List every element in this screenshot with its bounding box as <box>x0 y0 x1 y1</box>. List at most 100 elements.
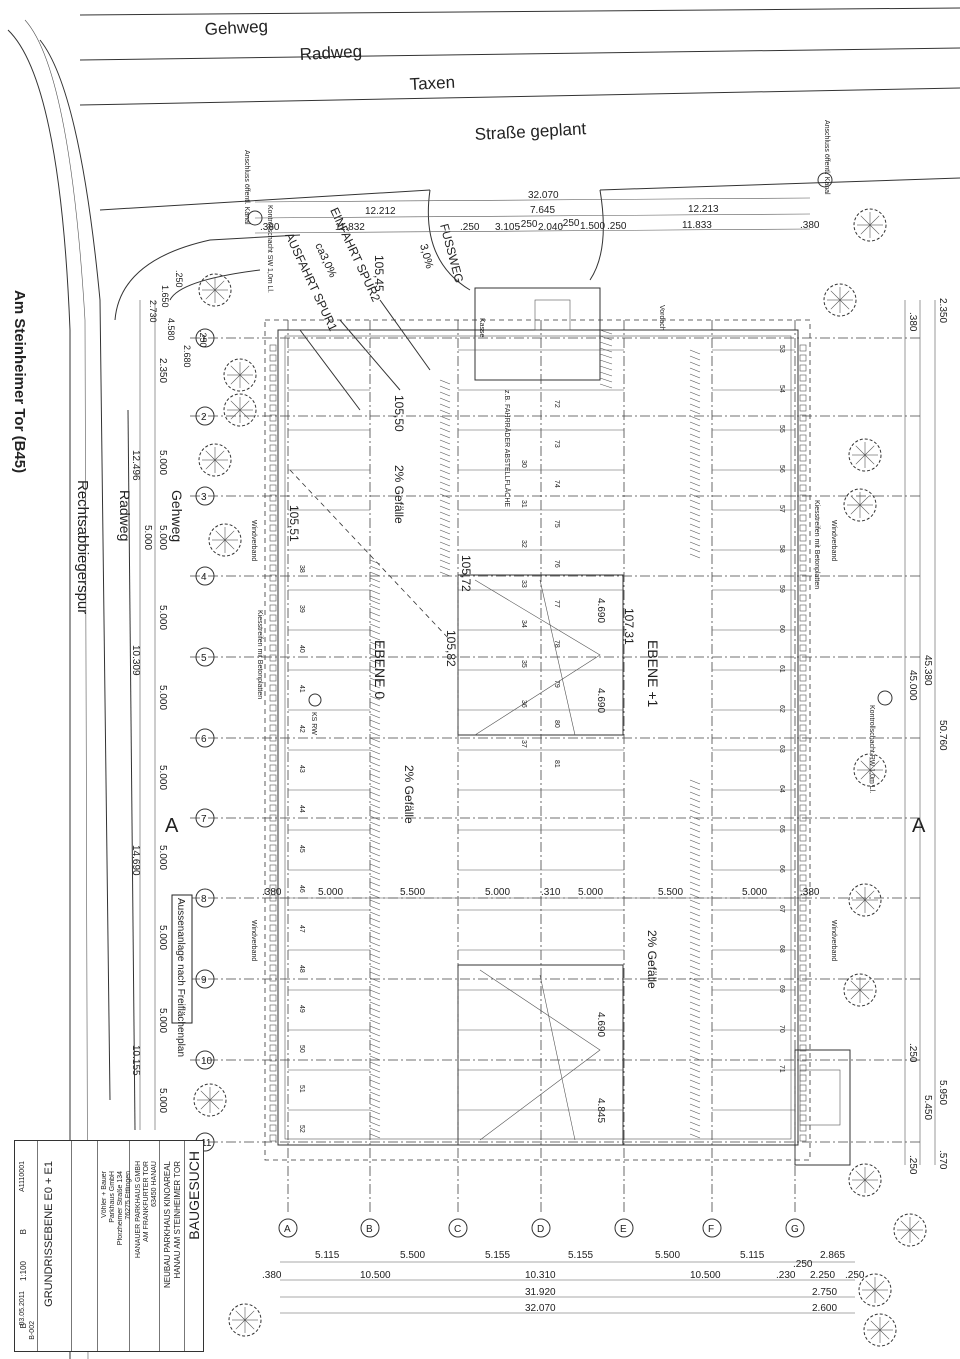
edge-tile <box>799 774 807 782</box>
edge-tile <box>269 344 277 352</box>
hatch-line <box>369 1109 381 1115</box>
hatch-line <box>689 457 701 463</box>
edge-tile <box>269 374 277 382</box>
hatch-line <box>439 541 451 547</box>
hatch-line <box>689 469 701 475</box>
tree-icon <box>228 1303 262 1337</box>
hatch-line <box>689 929 701 935</box>
hatch-line <box>439 385 451 391</box>
hatch-line <box>689 391 701 397</box>
shaft-sw-icon <box>247 210 263 226</box>
dim-right-10: .570 <box>937 1150 948 1170</box>
edge-tile <box>269 714 277 722</box>
edge-tile <box>799 1134 807 1142</box>
hatch-line <box>369 1061 381 1067</box>
edge-tile <box>799 544 807 552</box>
windverband-1: Windverband <box>250 520 257 561</box>
kiesstreifen-left: Kiesstreifen mit Betonplatten <box>256 610 263 699</box>
grid-row-bubble <box>195 486 215 506</box>
grid-col-bubble <box>360 1218 380 1238</box>
hatch-line <box>369 821 381 827</box>
stall-number-upper-inner: 78 <box>553 640 560 648</box>
hatch-line <box>439 505 451 511</box>
level-2: 105,50 <box>392 395 406 432</box>
dim-left-5: 5.000 <box>157 685 168 710</box>
stall-number-upper-right: 64 <box>778 785 785 793</box>
edge-tile <box>799 984 807 992</box>
dim-mid-5: .310 <box>541 887 561 898</box>
radweg-left-label: Radweg <box>117 490 133 541</box>
hatch-line <box>369 647 381 653</box>
hatch-line <box>369 1049 381 1055</box>
hatch-line <box>599 347 613 353</box>
kontrollschacht-rw: Kontrollschacht RW 1,0m Ll. <box>868 705 875 793</box>
stall-number-lower-left: 51 <box>298 1085 305 1093</box>
tree-icon <box>853 208 887 242</box>
edge-tile <box>799 484 807 492</box>
hatch-line <box>689 367 701 373</box>
edge-tile <box>269 834 277 842</box>
edge-tile <box>799 614 807 622</box>
stall-number-lower-inner: 36 <box>520 700 527 708</box>
hatch-line <box>689 1115 701 1121</box>
dim-left-20: .250 <box>174 270 184 288</box>
dim-bottom-18: 32.070 <box>525 1303 556 1314</box>
hatch-line <box>439 457 451 463</box>
dim-mid-2: 5.000 <box>318 887 343 898</box>
ramp-lines <box>299 299 431 411</box>
hatch-line <box>439 547 451 553</box>
edge-tile <box>799 834 807 842</box>
hatch-line <box>369 953 381 959</box>
hatch-line <box>369 785 381 791</box>
hatch-line <box>689 1079 701 1085</box>
dim-top-3: 7.645 <box>530 205 555 216</box>
edge-tile <box>269 964 277 972</box>
hatch-line <box>369 583 381 589</box>
hatch-line <box>369 911 381 917</box>
hatch-line <box>369 671 381 677</box>
stall-number-lower-inner: 31 <box>520 500 527 508</box>
edge-tile <box>799 944 807 952</box>
stall-number-lower-left: 42 <box>298 725 305 733</box>
hatch-line <box>689 355 701 361</box>
dim-mid-9: .380 <box>800 887 820 898</box>
hatch-line <box>689 361 701 367</box>
edge-tile <box>269 984 277 992</box>
hatch-line <box>689 797 701 803</box>
hatch-line <box>369 577 381 583</box>
edge-tile <box>269 1074 277 1082</box>
stall-number-upper-inner: 76 <box>553 560 560 568</box>
edge-tile <box>269 774 277 782</box>
edge-tile <box>799 494 807 502</box>
dim-left-17: 4.580 <box>166 318 176 341</box>
edge-tile <box>799 934 807 942</box>
edge-tile <box>269 1064 277 1072</box>
hatch-line <box>369 995 381 1001</box>
hatch-line <box>689 899 701 905</box>
hatch-line <box>439 487 451 493</box>
dim-left-16: 2.730 <box>148 300 158 323</box>
stall-number-upper-right: 54 <box>778 385 785 393</box>
edge-tile <box>799 784 807 792</box>
edge-tile <box>269 614 277 622</box>
edge-tile <box>269 494 277 502</box>
tb-sheet: B <box>19 1229 28 1235</box>
edge-tile <box>799 1054 807 1062</box>
hatch-line <box>369 965 381 971</box>
hatch-line <box>689 349 701 355</box>
hatch-line <box>369 941 381 947</box>
ks-rw-label: KS RW <box>310 712 317 735</box>
grid-col-bubble <box>531 1218 551 1238</box>
edge-tile <box>799 654 807 662</box>
dim-left-21: .250 <box>198 330 208 348</box>
hatch-line <box>689 523 701 529</box>
grid-row-label: 9 <box>201 975 207 986</box>
hatch-line <box>689 1127 701 1133</box>
hatch-line <box>369 559 381 565</box>
stall-number-lower-left: 48 <box>298 965 305 973</box>
hatch-line <box>369 767 381 773</box>
hatch-line <box>369 797 381 803</box>
edge-tile <box>269 384 277 392</box>
grid-row-label: 5 <box>201 653 207 664</box>
hatch-line <box>439 523 451 529</box>
